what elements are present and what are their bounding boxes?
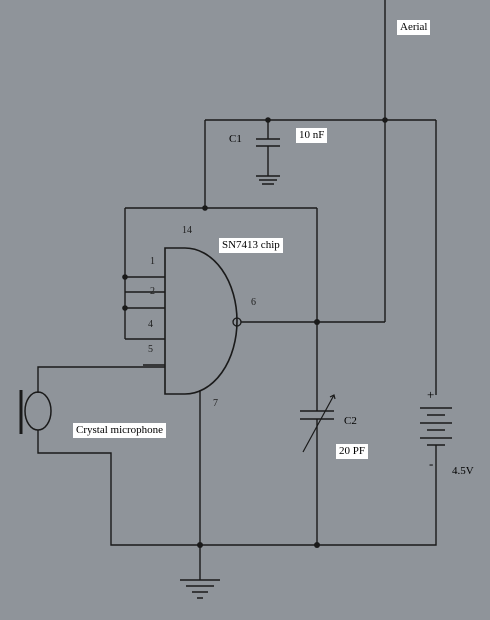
c1-ground-symbol	[256, 175, 280, 185]
c2-arrowhead	[329, 394, 336, 400]
pin-14-label: 14	[182, 225, 192, 236]
pin-6-label: 6	[251, 297, 256, 308]
main-ground-symbol	[180, 579, 220, 599]
c2-value-label: 20 PF	[336, 444, 368, 459]
chip-label: SN7413 chip	[219, 238, 283, 253]
aerial-label: Aerial	[397, 20, 431, 35]
c2-variable-arrow	[302, 394, 335, 453]
pin-5-label: 5	[148, 344, 153, 355]
nand-gate-body	[164, 247, 238, 395]
battery-plus-label: +	[427, 387, 435, 402]
battery-cells	[420, 407, 452, 446]
c1-name-label: C1	[229, 133, 242, 145]
microphone-label: Crystal microphone	[73, 423, 167, 438]
pin-4-label: 4	[148, 319, 153, 330]
input-leads	[125, 276, 165, 340]
junction-dots	[122, 117, 388, 548]
mic-bottom-wire	[37, 430, 200, 546]
c1-value-label: 10 nF	[296, 128, 328, 143]
c2-plates	[300, 410, 334, 420]
battery-minus-label: -	[429, 456, 434, 471]
pin-2-label: 2	[150, 286, 155, 297]
pin-7-label: 7	[213, 398, 218, 409]
mic-top-wire	[37, 366, 165, 393]
battery-voltage-label: 4.5V	[452, 465, 474, 477]
c1-plates	[256, 138, 280, 147]
crystal-microphone-symbol	[24, 391, 52, 431]
pin-1-label: 1	[150, 256, 155, 267]
battery-bottom-wire	[200, 445, 437, 546]
c2-name-label: C2	[344, 415, 357, 427]
